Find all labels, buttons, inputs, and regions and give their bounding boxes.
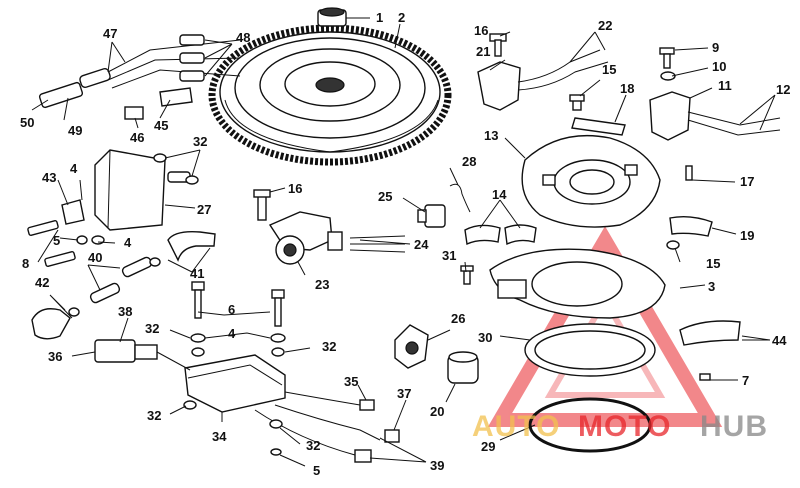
callout-1: 1 [376,10,383,25]
callout-49: 49 [68,123,82,138]
leader-lines [31,17,776,467]
callout-10: 10 [712,59,726,74]
callout-35: 35 [344,374,358,389]
callout-30: 30 [478,330,492,345]
callout-34: 34 [212,429,227,444]
retaining-ring-29 [528,397,652,453]
callout-48: 48 [236,30,250,45]
callout-12: 12 [776,82,790,97]
stator-plate [521,134,661,228]
connector-36-38 [94,339,191,371]
screw-17-plate-19 [666,165,713,250]
connector-pins [349,235,406,253]
callout-6: 6 [228,302,235,317]
watermark-auto: AUTO [472,410,560,443]
callout-28: 28 [462,154,476,169]
callout-5a: 5 [53,233,60,248]
callout-3: 3 [708,279,715,294]
callout-47: 47 [103,26,117,41]
callout-4a: 4 [70,161,78,176]
callout-32d: 32 [147,408,161,423]
power-pack [184,354,381,456]
callout-40: 40 [88,250,102,265]
callout-24: 24 [414,237,429,252]
callout-25: 25 [378,189,392,204]
callout-38: 38 [118,304,132,319]
screw-31 [460,265,474,285]
ignition-coil [94,149,191,231]
callout-27: 27 [197,202,211,217]
terminals [354,399,400,463]
coil-bracket [61,199,85,225]
callout-16a: 16 [474,23,488,38]
callout-14: 14 [492,187,507,202]
callout-23: 23 [315,277,329,292]
callout-32b: 32 [145,321,159,336]
callout-31: 31 [442,248,456,263]
screws-8 [27,220,76,267]
spring-28 [449,183,471,213]
callout-46: 46 [130,130,144,145]
callout-2: 2 [398,10,405,25]
callout-15a: 15 [602,62,616,77]
bracket-18 [571,117,626,136]
callout-8: 8 [22,256,29,271]
callout-11: 11 [718,78,732,93]
callout-50: 50 [20,115,34,130]
callout-16b: 16 [288,181,302,196]
lead-clip [124,87,193,120]
sleeves-40 [89,230,216,304]
callout-9: 9 [712,40,719,55]
flywheel [208,24,452,166]
callout-32a: 32 [193,134,207,149]
retaining-ring-30 [524,323,656,377]
callout-5b: 5 [313,463,320,478]
callout-13: 13 [484,128,498,143]
callout-43: 43 [42,170,56,185]
screw-7 [699,373,711,381]
bolts-6 [190,281,286,357]
connector-25 [417,204,446,228]
flywheel-nut [317,7,347,27]
watermark-moto: MOTO [578,410,671,443]
callout-4c: 4 [228,326,236,341]
callout-labels: 1 2 3 4 4 4 5 5 6 7 8 9 10 11 12 13 14 1… [20,10,790,478]
callout-4b: 4 [124,235,132,250]
callout-15b: 15 [706,256,720,271]
magnet-segments-14 [464,224,537,246]
callout-22: 22 [598,18,612,33]
screw-15 [569,94,585,111]
callout-32c: 32 [322,339,336,354]
callout-41: 41 [190,266,204,281]
spark-plug-and-leads [38,34,241,109]
callout-7: 7 [742,373,749,388]
trigger-coil-21 [477,33,609,111]
armature-plate [489,248,666,319]
callout-29: 29 [481,439,495,454]
callout-21: 21 [476,44,490,59]
callout-26: 26 [451,311,465,326]
watermark-text: AUTO MOTO HUB [472,410,768,443]
callout-32e: 32 [306,438,320,453]
callout-36: 36 [48,349,62,364]
callout-42: 42 [35,275,49,290]
callout-39: 39 [430,458,444,473]
charge-coil [649,47,781,141]
callout-19: 19 [740,228,754,243]
callout-44: 44 [772,333,787,348]
washers-bottom [183,400,283,456]
callout-45: 45 [154,118,168,133]
callout-18: 18 [620,81,634,96]
callout-37: 37 [397,386,411,401]
sensor-assembly [253,189,343,265]
watermark-hub: HUB [700,410,768,443]
mount-26 [394,324,429,369]
callout-20: 20 [430,404,444,419]
bracket-44 [679,320,741,346]
grommet-20 [447,351,479,384]
boot-42 [31,307,80,340]
callout-17: 17 [740,174,754,189]
